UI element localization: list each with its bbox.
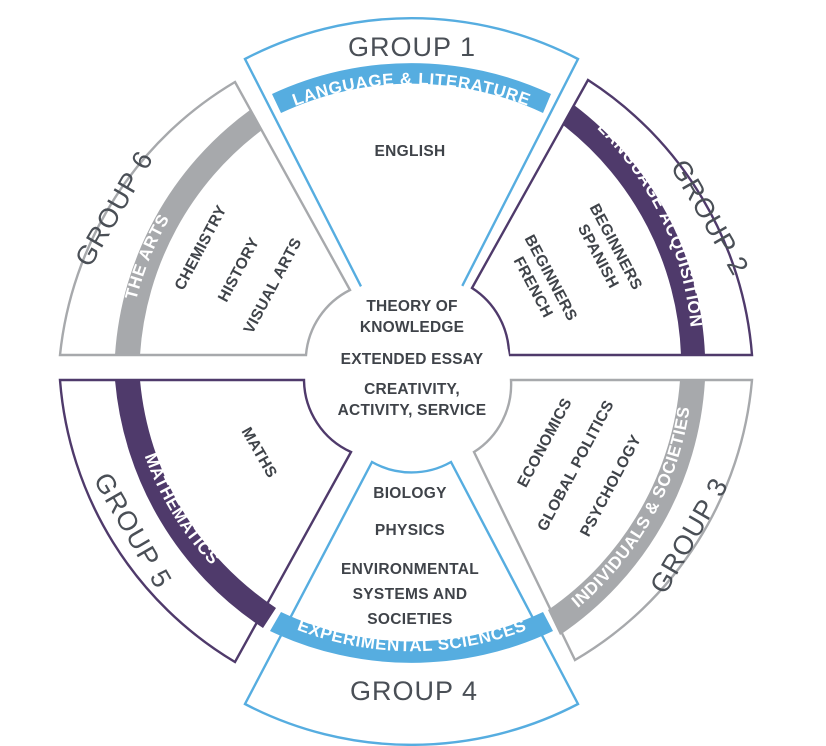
subject-physics: PHYSICS [375, 522, 445, 539]
subject-environmental-line-3: SOCIETIES [367, 611, 452, 628]
group-4-panel [243, 460, 580, 746]
subject-environmental-systems: ENVIRONMENTAL SYSTEMS AND SOCIETIES [341, 561, 479, 628]
core-theory-line-2: KNOWLEDGE [360, 319, 464, 336]
subject-biology: BIOLOGY [373, 485, 447, 502]
core-extended-essay: EXTENDED ESSAY [341, 351, 484, 368]
core-cas-line-1: CREATIVITY, [364, 381, 460, 398]
group-6-band [115, 110, 262, 355]
group-2-segment: LANGUAGE ACQUISITION GROUP 2 BEGINNERS S… [470, 78, 755, 357]
group-2-band [563, 105, 705, 355]
group-1-label: GROUP 1 [348, 32, 476, 62]
group-1-segment: LANGUAGE & LITERATURE GROUP 1 ENGLISH [243, 16, 580, 310]
core-theory-line-1: THEORY OF [366, 298, 457, 315]
subject-english: ENGLISH [375, 143, 446, 160]
core-cas-line-2: ACTIVITY, SERVICE [338, 402, 487, 419]
group-4-segment: EXPERIMENTAL SCIENCES GROUP 4 BIOLOGY PH… [243, 460, 580, 746]
group-3-band [548, 380, 705, 635]
subject-environmental-line-1: ENVIRONMENTAL [341, 561, 479, 578]
core-circle: THEORY OF KNOWLEDGE EXTENDED ESSAY CREAT… [314, 272, 510, 468]
group-5-band [115, 380, 276, 628]
group-4-label: GROUP 4 [350, 676, 478, 706]
subject-environmental-line-2: SYSTEMS AND [353, 586, 468, 603]
group-1-band [272, 63, 551, 113]
group-4-band [270, 612, 553, 663]
